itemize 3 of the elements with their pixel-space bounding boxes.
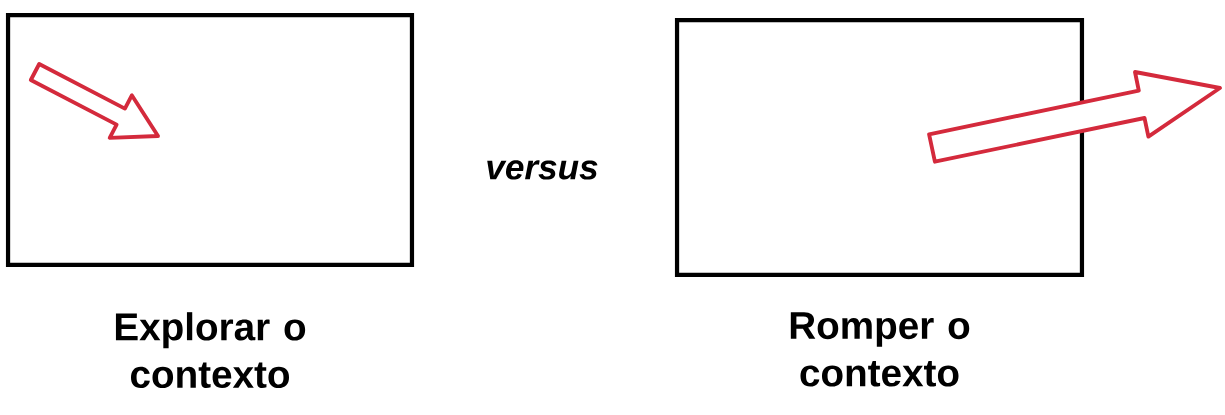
versus-text: versus [487, 160, 598, 180]
node-label: Romper o contexto [790, 312, 970, 387]
node-label: Explorar o contexto [115, 312, 306, 389]
